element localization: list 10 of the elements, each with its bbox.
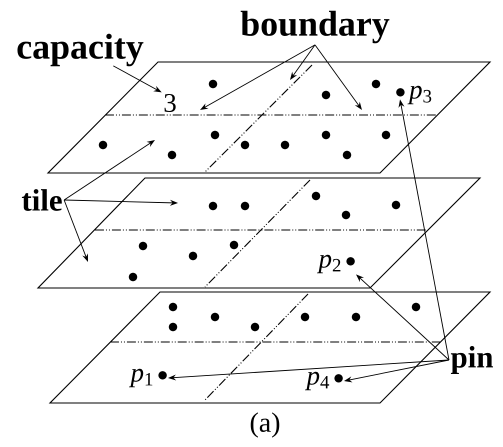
pin-dot-label: p$_{4}$ (304, 372, 343, 390)
pin-dot-label: p$_{2}$ (316, 254, 355, 274)
capacity-number: 3 (164, 94, 176, 112)
label-text: pin (450, 346, 494, 374)
label-text: boundary (240, 10, 390, 44)
label-text: tile (22, 189, 62, 211)
pin-dot-label: p$_{1}$ (128, 368, 167, 388)
label-text: capacity (17, 34, 144, 66)
caption: (a) (250, 412, 280, 438)
pin-dot-label: p$_{3}$ (396, 86, 432, 104)
